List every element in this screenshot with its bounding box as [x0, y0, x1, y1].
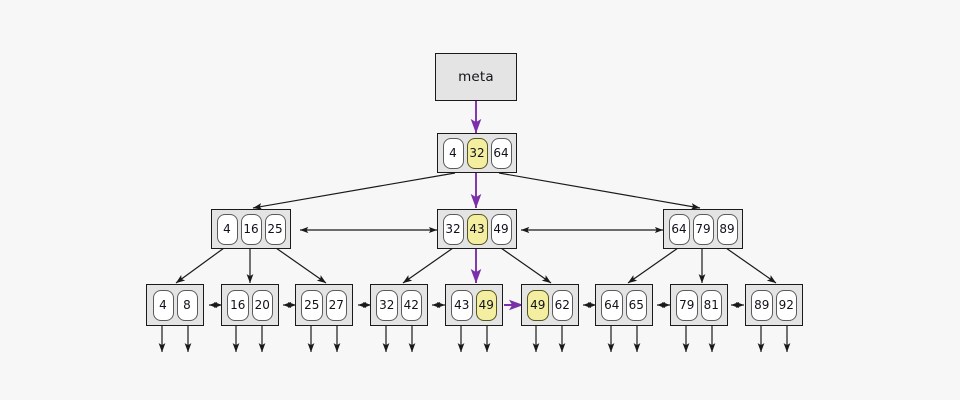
leaf-2-key-0[interactable]: 16: [227, 289, 249, 321]
internal-left-key-0[interactable]: 4: [216, 213, 238, 245]
leaf-9-key-0[interactable]: 89: [751, 289, 773, 321]
internal-node-left[interactable]: 4 16 25: [211, 209, 291, 249]
root-key-1[interactable]: 32: [466, 137, 488, 169]
meta-node[interactable]: meta: [435, 53, 517, 101]
leaf-node-8[interactable]: 79 81: [670, 284, 728, 326]
leaf-7-key-0[interactable]: 64: [601, 289, 623, 321]
leaf-1-key-1[interactable]: 8: [176, 289, 198, 321]
leaf-9-key-1[interactable]: 92: [775, 289, 797, 321]
internal-node-right[interactable]: 64 79 89: [663, 209, 743, 249]
edge-root-to-internal-left: [252, 172, 456, 210]
leaf-2-key-1[interactable]: 20: [251, 289, 273, 321]
root-key-0[interactable]: 4: [442, 137, 464, 169]
root-node[interactable]: 4 32 64: [437, 133, 517, 173]
leaf-6-key-0[interactable]: 49: [527, 289, 549, 321]
edge-internal-left-to-leaf-3: [275, 247, 327, 284]
internal-right-key-0[interactable]: 64: [668, 213, 690, 245]
leaf-5-key-0[interactable]: 43: [451, 289, 473, 321]
leaf-node-4[interactable]: 32 42: [370, 284, 428, 326]
internal-middle-key-2[interactable]: 49: [490, 213, 512, 245]
internal-node-middle[interactable]: 32 43 49: [437, 209, 517, 249]
leaf-1-key-0[interactable]: 4: [152, 289, 174, 321]
internal-right-key-2[interactable]: 89: [716, 213, 738, 245]
leaf-node-3[interactable]: 25 27: [295, 284, 353, 326]
leaf-8-key-1[interactable]: 81: [700, 289, 722, 321]
leaf-6-key-1[interactable]: 62: [551, 289, 573, 321]
edge-internal-middle-to-leaf-4: [402, 247, 454, 284]
leaf-node-6[interactable]: 49 62: [521, 284, 579, 326]
leaf-4-key-0[interactable]: 32: [376, 289, 398, 321]
edge-internal-left-to-leaf-1: [175, 247, 225, 284]
edge-internal-right-to-leaf-9: [725, 247, 777, 284]
edge-root-to-internal-right: [498, 172, 701, 210]
leaf-node-2[interactable]: 16 20: [221, 284, 279, 326]
internal-middle-key-1[interactable]: 43: [466, 213, 488, 245]
leaf-8-key-0[interactable]: 79: [676, 289, 698, 321]
internal-left-key-2[interactable]: 25: [264, 213, 286, 245]
edge-internal-right-to-leaf-7: [627, 247, 679, 284]
internal-middle-key-0[interactable]: 32: [442, 213, 464, 245]
leaf-3-key-1[interactable]: 27: [325, 289, 347, 321]
leaf-4-key-1[interactable]: 42: [400, 289, 422, 321]
internal-right-key-1[interactable]: 79: [692, 213, 714, 245]
meta-node-label: meta: [458, 69, 494, 85]
edge-internal-middle-to-leaf-6: [500, 247, 552, 284]
leaf-3-key-0[interactable]: 25: [301, 289, 323, 321]
leaf-node-1[interactable]: 4 8: [146, 284, 204, 326]
root-key-2[interactable]: 64: [490, 137, 512, 169]
leaf-record-pointers: [158, 322, 791, 353]
leaf-node-7[interactable]: 64 65: [595, 284, 653, 326]
leaf-7-key-1[interactable]: 65: [625, 289, 647, 321]
leaf-node-5[interactable]: 43 49: [445, 284, 503, 326]
leaf-5-key-1[interactable]: 49: [475, 289, 497, 321]
leaf-node-9[interactable]: 89 92: [745, 284, 803, 326]
internal-left-key-1[interactable]: 16: [240, 213, 262, 245]
